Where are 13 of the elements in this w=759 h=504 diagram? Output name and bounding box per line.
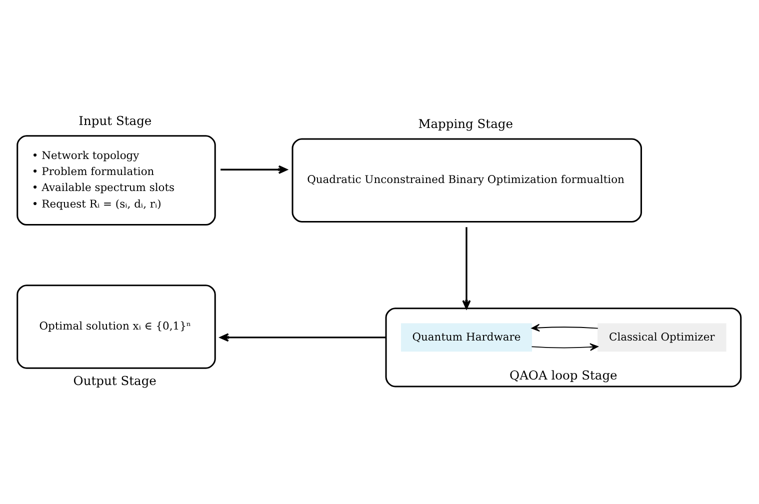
node-box: Classical Optimizer <box>598 323 726 352</box>
node-box: Quadratic Unconstrained Binary Optimization formualtion <box>292 138 642 222</box>
arrow <box>462 227 471 310</box>
arrow <box>220 333 386 342</box>
node-label: Mapping Stage <box>418 117 513 132</box>
node-label: Input Stage <box>78 114 152 128</box>
arrow <box>531 343 598 351</box>
arrow <box>531 324 598 332</box>
node-box: Quantum Hardware <box>400 323 532 352</box>
node-box: • Network topology • Problem formulation • Available spectrum slots • Request Rᵢ = (sᵢ, dᵢ, rᵢ) <box>16 135 216 226</box>
node-box: Optimal solution xᵢ ∈ {0,1}ⁿ <box>16 284 216 369</box>
arrow <box>220 165 288 174</box>
node-label: Output Stage <box>73 374 156 388</box>
